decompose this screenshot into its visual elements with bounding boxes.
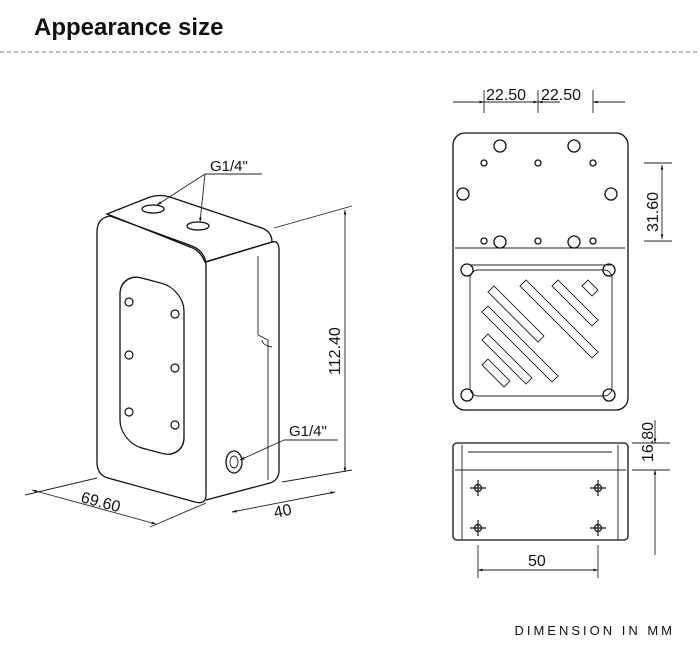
- port-side-label: G1/4": [289, 423, 327, 440]
- top-port-2: [186, 221, 210, 231]
- units-note: DIMENSION IN MM: [514, 623, 675, 638]
- top-port-1: [141, 204, 165, 214]
- front-screws: [124, 297, 180, 430]
- side-view: [452, 442, 629, 541]
- front-window: [119, 276, 185, 455]
- length-dimension: 69.60: [79, 489, 122, 516]
- isometric-view: [96, 194, 280, 504]
- side-width-dimension: 50: [528, 553, 546, 570]
- vertical-spacing-dimension: 31.60: [645, 192, 662, 232]
- page-title: Appearance size: [34, 14, 223, 41]
- depth-dimension: 40: [272, 502, 293, 522]
- left-spacing-dimension: 22.50: [486, 87, 526, 104]
- top-view-screws: [456, 139, 618, 402]
- height-dimension: 112.40: [327, 327, 344, 375]
- top-view: [452, 132, 629, 411]
- side-height-dimension: 16.80: [640, 422, 657, 462]
- port-top-label: G1/4": [210, 158, 248, 175]
- side-port: [225, 450, 243, 474]
- right-spacing-dimension: 22.50: [541, 87, 581, 104]
